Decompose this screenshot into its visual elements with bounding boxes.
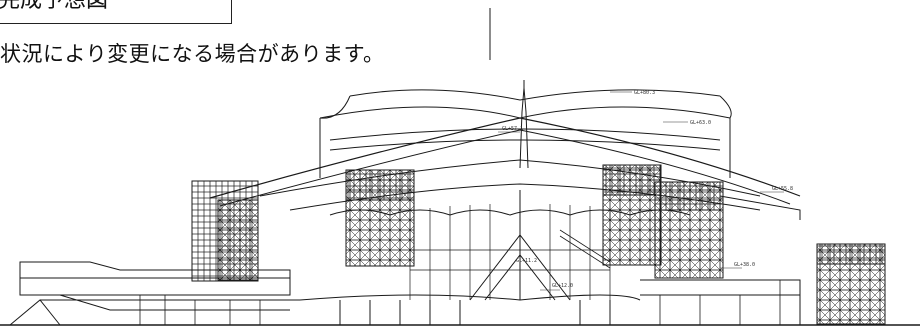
page-title: 完成予想図 (0, 0, 109, 13)
left-wing (19, 261, 291, 296)
right-canopy-arm (719, 195, 801, 220)
right-wing (640, 279, 801, 325)
title-box: 完成予想図 (0, 0, 232, 24)
dim-label-3: GL+57.1 (502, 126, 523, 132)
dim-label-5: GL+38.0 (734, 262, 755, 268)
dim-label-2: GL+63.0 (690, 120, 711, 126)
upper-roof-curve (349, 89, 721, 101)
dim-label-6: GL+12.0 (552, 283, 573, 289)
disclaimer-note: 状況により変更になる場合があります。 (0, 42, 385, 66)
main-canopy-roof (209, 117, 801, 199)
facade-mullions (409, 204, 611, 300)
dim-label-4: GL+55.8 (772, 186, 793, 192)
plaza-canopy (299, 294, 641, 301)
dim-label-1: GL+80.3 (634, 90, 655, 96)
dim-label-7: GL+11.2 (516, 258, 537, 264)
left-ramp (9, 299, 61, 326)
